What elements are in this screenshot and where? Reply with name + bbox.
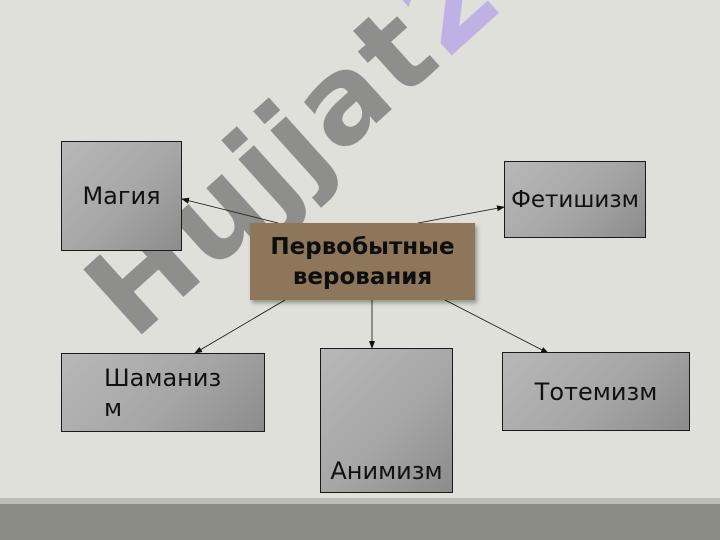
node-shamanism-label: Шаманизм: [104, 363, 222, 422]
node-center: Первобытные верования: [250, 223, 475, 300]
node-fetishism: Фетишизм: [504, 161, 646, 238]
node-animism: Анимизм: [320, 348, 453, 493]
arrow-to-shamanism: [194, 299, 286, 354]
node-animism-label: Анимизм: [330, 457, 443, 485]
node-center-label: Первобытные верования: [270, 233, 455, 290]
node-shamanism: Шаманизм: [61, 353, 265, 432]
node-fetishism-label: Фетишизм: [511, 186, 639, 213]
node-magic: Магия: [61, 141, 182, 251]
arrow-to-totemism: [444, 299, 549, 354]
node-totemism-label: Тотемизм: [534, 377, 658, 406]
node-totemism: Тотемизм: [502, 352, 690, 431]
node-magic-label: Магия: [82, 182, 161, 210]
footer-stripe: [0, 498, 720, 504]
arrow-to-magic: [181, 197, 279, 224]
arrow-to-fetishism: [417, 205, 505, 224]
footer-bar: [0, 504, 720, 540]
